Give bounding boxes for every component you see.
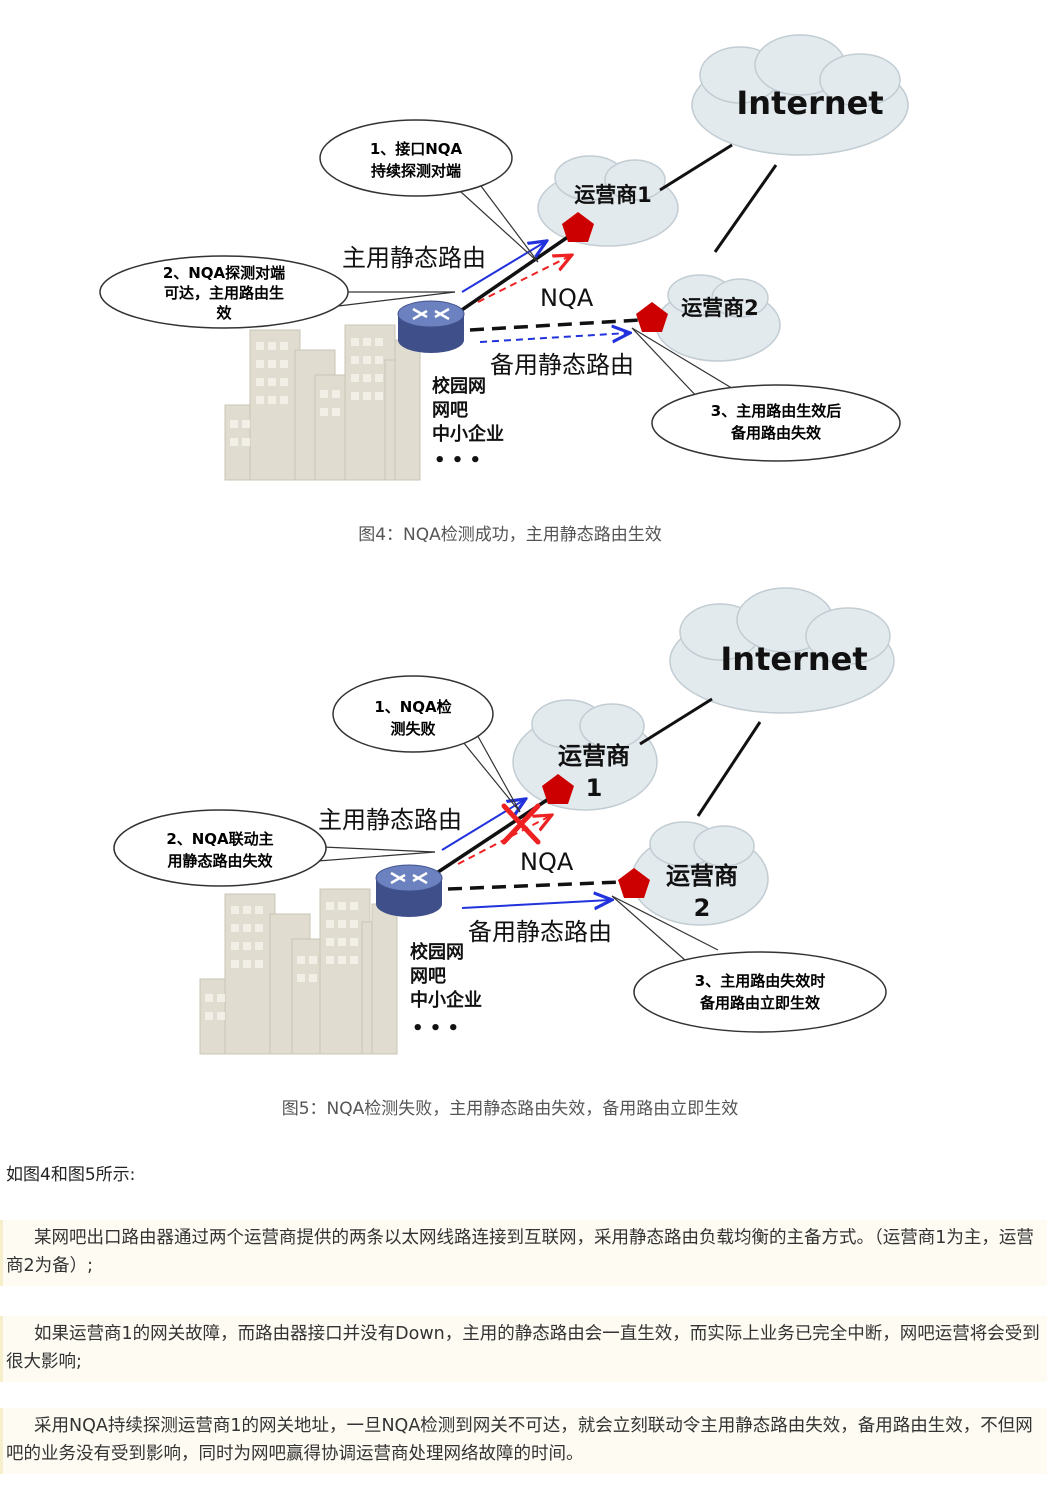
svg-text:持续探测对端: 持续探测对端 xyxy=(371,162,461,180)
primary-route-arrow xyxy=(441,800,524,851)
isp1-number: 1 xyxy=(586,774,603,802)
svg-text:2、NQA探测对端: 2、NQA探测对端 xyxy=(163,264,285,282)
paragraph-2-text: 如果运营商1的网关故障，而路由器接口并没有Down，主用的静态路由会一直生效，而… xyxy=(6,1324,1040,1372)
paragraph-1-text: 某网吧出口路由器通过两个运营商提供的两条以太网线路连接到互联网，采用静态路由负载… xyxy=(6,1228,1034,1276)
failure-cross-icon xyxy=(501,803,541,845)
figure-4-diagram: Internet 运营商1 运营商2 主用静态路由 NQA 备用静态路由 校园网… xyxy=(99,34,909,481)
paragraph-1: 某网吧出口路由器通过两个运营商提供的两条以太网线路连接到互联网，采用静态路由负载… xyxy=(0,1220,1047,1286)
svg-text:备用路由失效: 备用路由失效 xyxy=(730,424,822,442)
primary-route-label: 主用静态路由 xyxy=(342,244,486,272)
svg-text:3、主用路由生效后: 3、主用路由生效后 xyxy=(711,402,841,420)
figure-5-caption: 图5：NQA检测失败，主用静态路由失效，备用路由立即生效 xyxy=(281,1099,739,1119)
nqa-label: NQA xyxy=(520,848,574,876)
callout-3: 3、主用路由失效时 备用路由立即生效 xyxy=(611,895,887,1033)
callout-2: 2、NQA联动主 用静态路由失效 xyxy=(113,809,436,887)
figure-5-diagram: Internet 运营商 1 运营商 2 主用静态路由 NQA 备用静态路由 xyxy=(113,587,895,1055)
isp1-label: 运营商1 xyxy=(574,183,652,207)
isp2-label: 运营商 xyxy=(666,862,738,890)
building-windows xyxy=(205,902,358,1020)
isp1-internet-link xyxy=(659,143,733,192)
buildings xyxy=(199,888,398,1055)
isp1-label: 运营商 xyxy=(558,742,630,770)
isp2-marker xyxy=(618,868,650,898)
site-netcafe: 网吧 xyxy=(432,400,468,421)
internet-cloud xyxy=(669,587,895,714)
primary-link xyxy=(439,228,579,327)
isp1-marker xyxy=(542,774,574,804)
svg-text:2、NQA联动主: 2、NQA联动主 xyxy=(166,830,273,848)
backup-link xyxy=(469,318,641,332)
site-more: • • • xyxy=(412,1018,459,1039)
primary-route-arrow xyxy=(461,242,545,293)
isp2-cloud xyxy=(655,274,781,362)
internet-label: Internet xyxy=(720,640,867,678)
backup-route-label: 备用静态路由 xyxy=(468,918,612,946)
site-more: • • • xyxy=(434,450,481,471)
paragraph-3: 采用NQA持续探测运营商1的网关地址，一旦NQA检测到网关不可达，就会立刻联动令… xyxy=(0,1408,1047,1474)
router-icon xyxy=(375,864,443,917)
nqa-label: NQA xyxy=(540,284,594,312)
isp1-marker xyxy=(562,212,594,242)
intro-text: 如图4和图5所示: xyxy=(6,1165,136,1185)
site-netcafe: 网吧 xyxy=(410,966,446,987)
svg-text:用静态路由失效: 用静态路由失效 xyxy=(167,852,273,870)
isp2-internet-link xyxy=(696,721,762,817)
site-sme: 中小企业 xyxy=(410,989,482,1011)
site-campus: 校园网 xyxy=(432,375,486,397)
svg-text:效: 效 xyxy=(216,304,232,322)
callout-2: 2、NQA探测对端 可达，主用路由生 效 xyxy=(99,255,456,329)
paragraph-2: 如果运营商1的网关故障，而路由器接口并没有Down，主用的静态路由会一直生效，而… xyxy=(0,1316,1047,1382)
svg-text:1、NQA检: 1、NQA检 xyxy=(374,698,451,716)
svg-text:3、主用路由失效时: 3、主用路由失效时 xyxy=(695,972,825,990)
isp2-label: 运营商2 xyxy=(681,296,759,320)
callout-1: 1、NQA检 测失败 xyxy=(332,675,521,813)
backup-route-arrow xyxy=(479,333,628,342)
buildings xyxy=(224,324,421,481)
internet-label: Internet xyxy=(736,84,883,122)
backup-route-arrow xyxy=(461,900,610,908)
callout-3: 3、主用路由生效后 备用路由失效 xyxy=(631,327,901,462)
svg-text:测失败: 测失败 xyxy=(390,720,435,738)
paragraph-3-text: 采用NQA持续探测运营商1的网关地址，一旦NQA检测到网关不可达，就会立刻联动令… xyxy=(6,1416,1033,1464)
svg-text:1、接口NQA: 1、接口NQA xyxy=(370,140,463,158)
isp2-number: 2 xyxy=(694,894,711,922)
internet-cloud xyxy=(691,34,909,156)
figure-4-caption: 图4：NQA检测成功，主用静态路由生效 xyxy=(358,525,662,545)
router-icon xyxy=(397,300,465,353)
building-windows xyxy=(230,338,383,446)
callout-1: 1、接口NQA 持续探测对端 xyxy=(319,119,539,263)
primary-route-label: 主用静态路由 xyxy=(318,806,462,834)
isp1-internet-link xyxy=(639,697,713,746)
site-labels: 校园网 网吧 中小企业 • • • xyxy=(410,941,482,1039)
svg-text:备用路由立即生效: 备用路由立即生效 xyxy=(699,994,821,1012)
isp2-marker xyxy=(636,302,668,332)
isp2-internet-link xyxy=(713,164,778,253)
site-campus: 校园网 xyxy=(410,941,464,963)
svg-text:可达，主用路由生: 可达，主用路由生 xyxy=(164,284,284,302)
backup-link xyxy=(447,880,623,891)
backup-route-label: 备用静态路由 xyxy=(490,351,634,379)
nqa-probe-arrow xyxy=(477,256,570,303)
site-labels: 校园网 网吧 中小企业 • • • xyxy=(432,375,504,471)
site-sme: 中小企业 xyxy=(432,423,504,445)
